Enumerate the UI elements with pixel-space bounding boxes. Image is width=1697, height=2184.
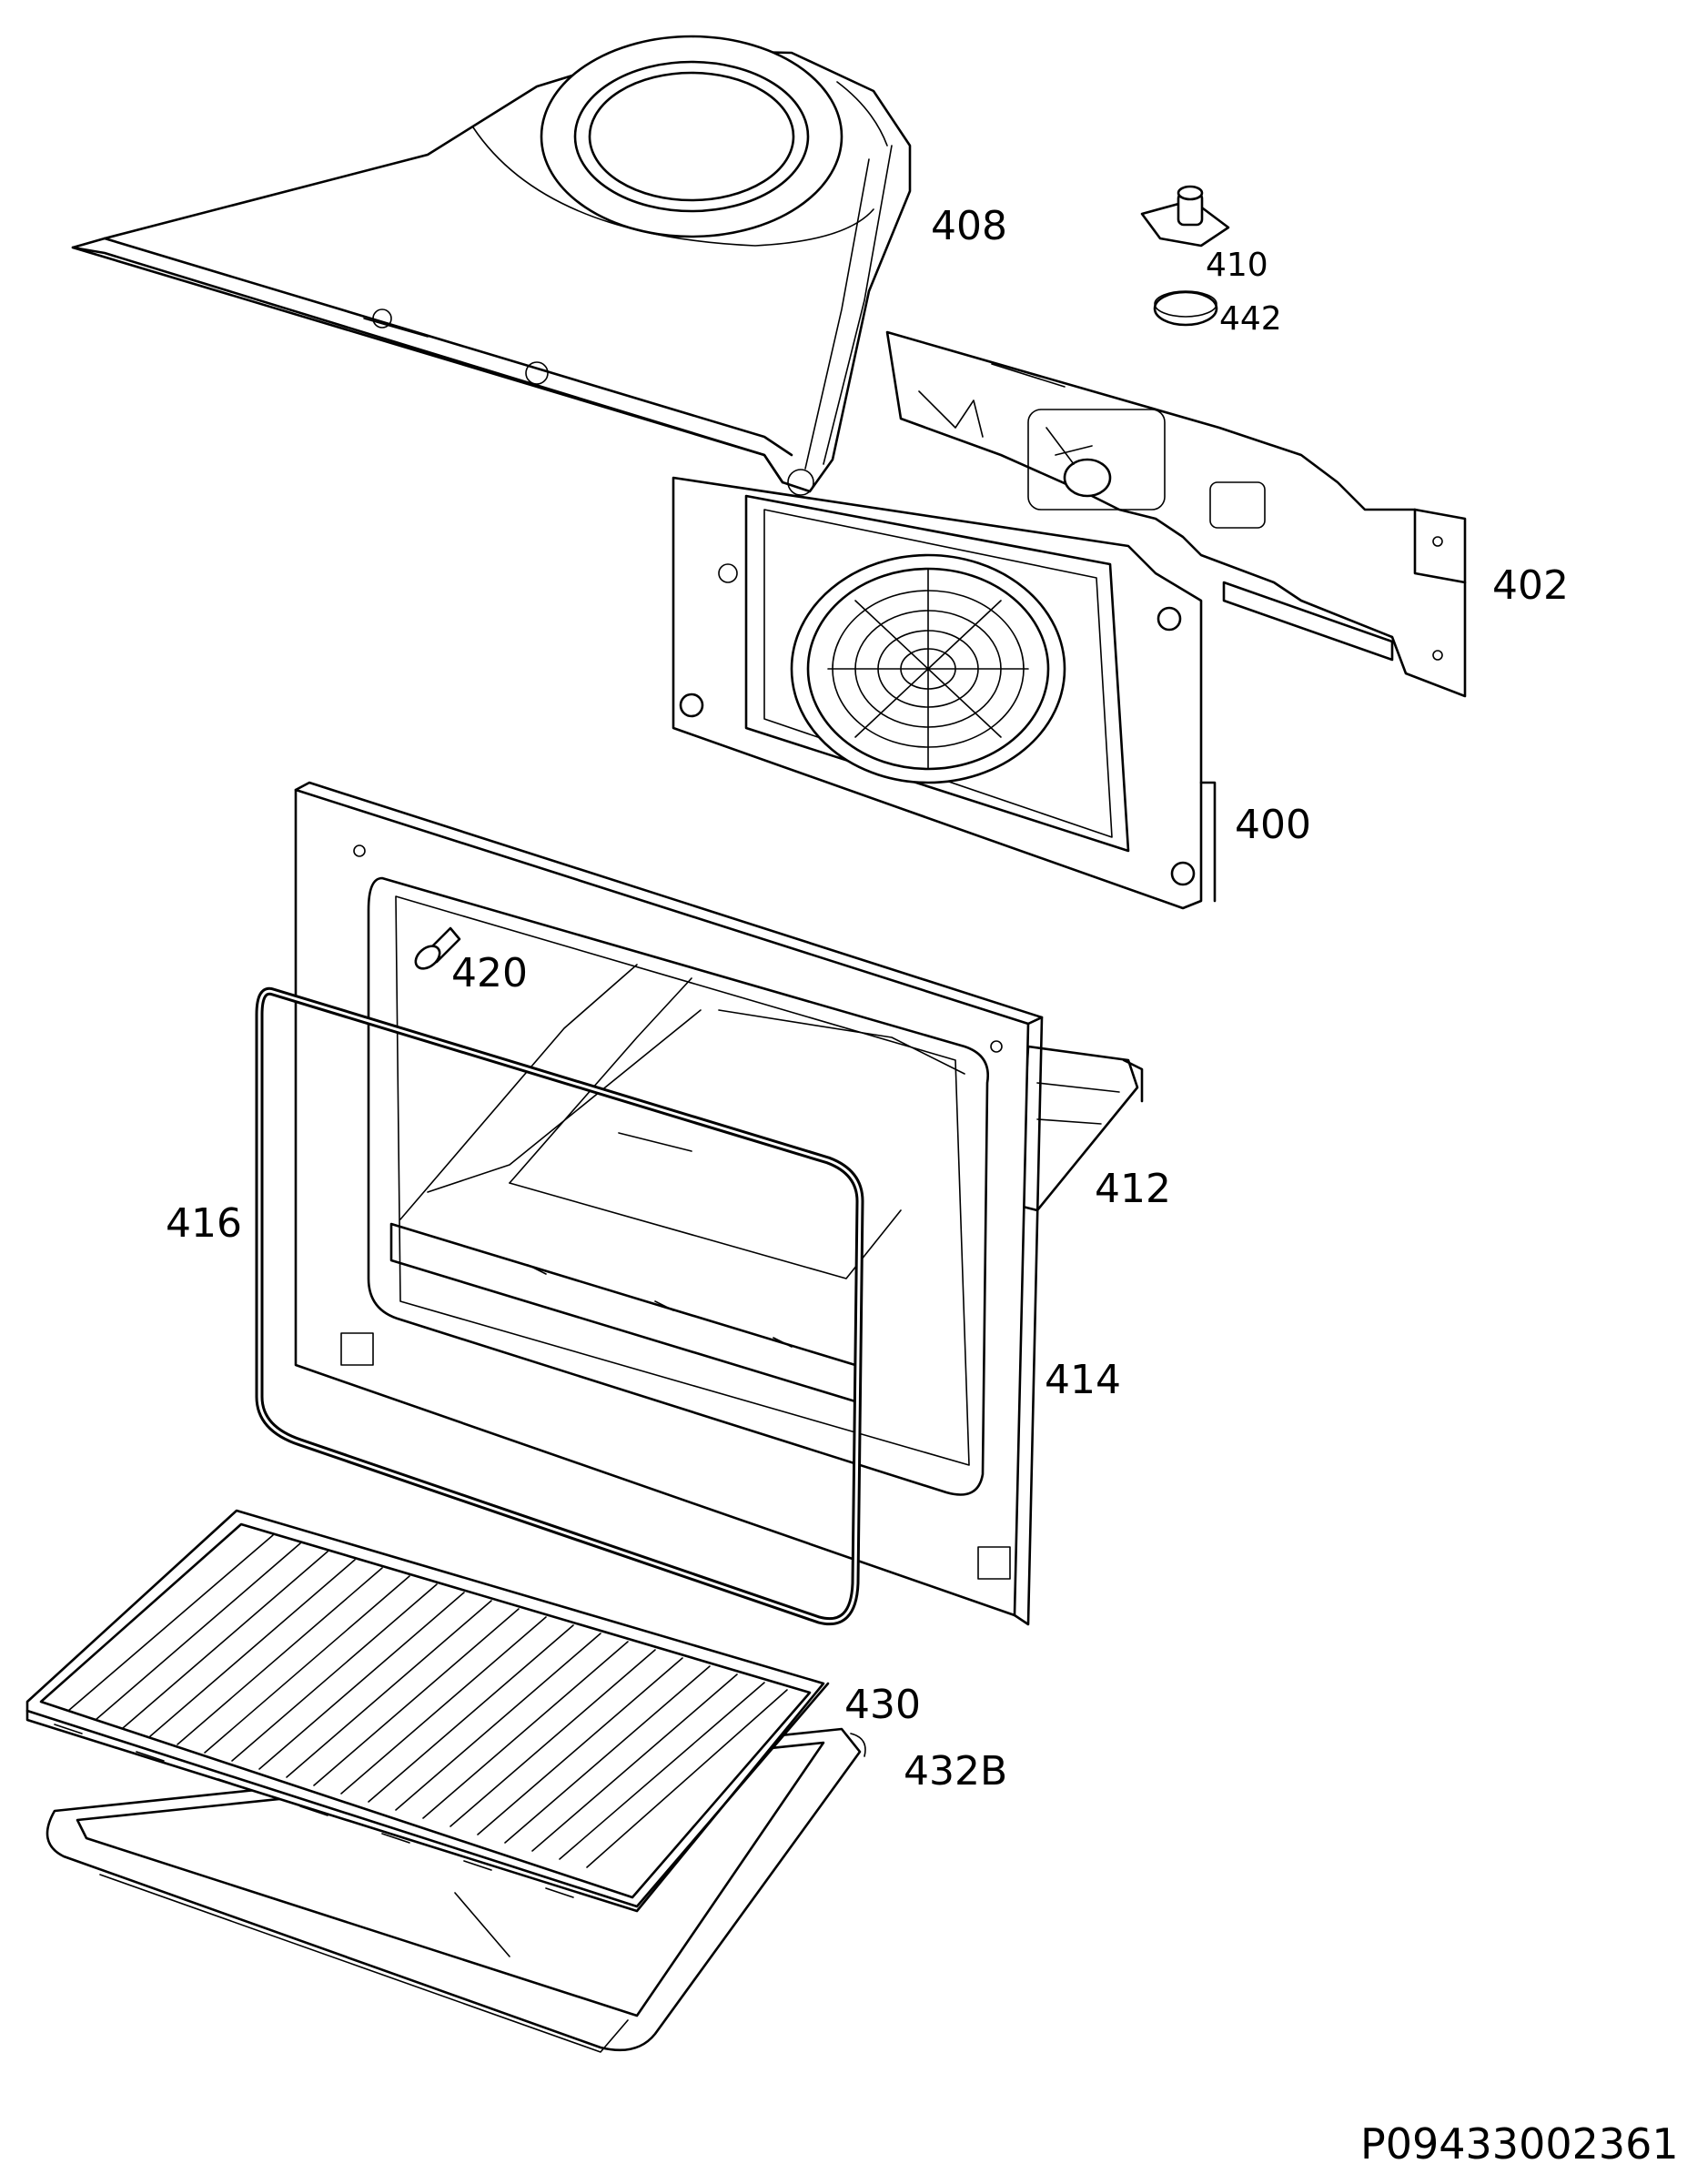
label-part-412: 412 bbox=[1095, 1166, 1171, 1212]
part-410-thermostat bbox=[1140, 185, 1230, 248]
part-430-grill-grid bbox=[25, 1509, 830, 1913]
label-part-414: 414 bbox=[1045, 1357, 1121, 1403]
label-part-442: 442 bbox=[1219, 300, 1282, 338]
label-part-410: 410 bbox=[1206, 247, 1268, 284]
part-442-disc bbox=[1153, 290, 1218, 327]
part-414-front-frame bbox=[294, 781, 1044, 1626]
part-416-door-gasket bbox=[255, 986, 864, 1625]
label-part-400: 400 bbox=[1235, 802, 1311, 848]
label-part-408: 408 bbox=[931, 203, 1007, 249]
label-part-402: 402 bbox=[1492, 562, 1569, 609]
part-400-rear-wall bbox=[672, 476, 1217, 910]
label-part-420: 420 bbox=[451, 950, 528, 996]
label-part-416: 416 bbox=[166, 1200, 242, 1247]
label-part-430: 430 bbox=[844, 1682, 921, 1728]
drawing-id: P09433002361 bbox=[1360, 2119, 1679, 2169]
label-part-432B: 432B bbox=[904, 1748, 1008, 1795]
part-402-rear-bracket bbox=[885, 330, 1467, 698]
part-408-fan-cover bbox=[71, 35, 912, 496]
part-420-screw bbox=[414, 926, 461, 970]
